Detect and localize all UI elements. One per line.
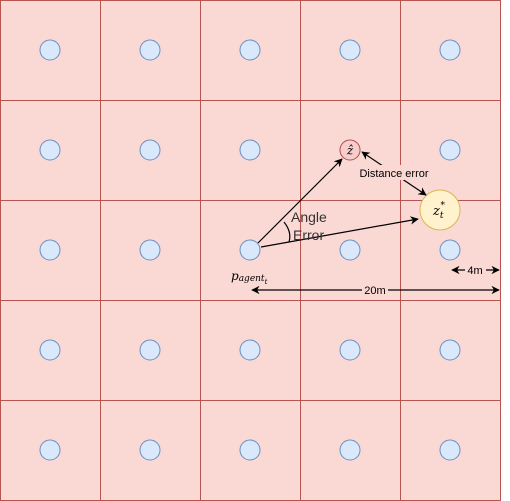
grid-node — [139, 39, 161, 61]
grid-node — [239, 39, 261, 61]
grid-node — [39, 139, 61, 161]
p-agent-subsub: t — [265, 278, 268, 286]
grid-node — [339, 39, 361, 61]
distance-error-label-bg — [357, 165, 431, 180]
grid-node — [439, 39, 461, 61]
grid-node — [239, 239, 261, 261]
z-hat-label: ẑ — [346, 144, 354, 158]
grid-node — [39, 239, 61, 261]
grid-node — [239, 139, 261, 161]
dimension-label-20m-bg — [362, 284, 388, 297]
angle-error-line-1: Angle — [291, 209, 327, 225]
grid-node — [339, 439, 361, 461]
p-agent-sub: agent — [239, 274, 265, 284]
grid-cell — [100, 400, 201, 501]
grid-node — [439, 339, 461, 361]
grid-node — [139, 439, 161, 461]
grid-node — [139, 139, 161, 161]
z-star-label: zt* — [432, 201, 445, 221]
z-star-sub: t — [440, 211, 444, 221]
grid-node — [139, 339, 161, 361]
angle-error-label: Angle Error — [291, 209, 331, 243]
grid-node — [439, 139, 461, 161]
grid-node — [39, 39, 61, 61]
grid-node — [339, 239, 361, 261]
distance-error-label: Distance error — [359, 168, 428, 180]
grid-node — [439, 439, 461, 461]
z-star-circle — [419, 189, 461, 231]
z-star-sup: * — [440, 201, 445, 211]
dimension-label-4m-bg — [465, 263, 486, 276]
dimension-label-20m: 20m — [364, 285, 385, 297]
grid-cell — [200, 100, 301, 201]
arrow-to-z-star — [260, 216, 419, 248]
grid-node — [439, 239, 461, 261]
grid-node — [239, 439, 261, 461]
p-agent-base: p — [231, 269, 239, 283]
p-agent-label: pagentt — [231, 269, 268, 286]
angle-error-line-2: Error — [293, 227, 324, 243]
dimension-label-4m: 4m — [467, 265, 482, 277]
grid-cell — [300, 200, 401, 301]
grid-node — [39, 439, 61, 461]
z-star-base: z — [432, 204, 440, 219]
grid-node — [39, 339, 61, 361]
angle-arc — [283, 221, 291, 243]
z-hat-circle — [339, 139, 361, 161]
arrow-to-z-hat — [257, 158, 343, 244]
grid-node — [139, 239, 161, 261]
grid-node — [239, 339, 261, 361]
grid-node — [339, 339, 361, 361]
